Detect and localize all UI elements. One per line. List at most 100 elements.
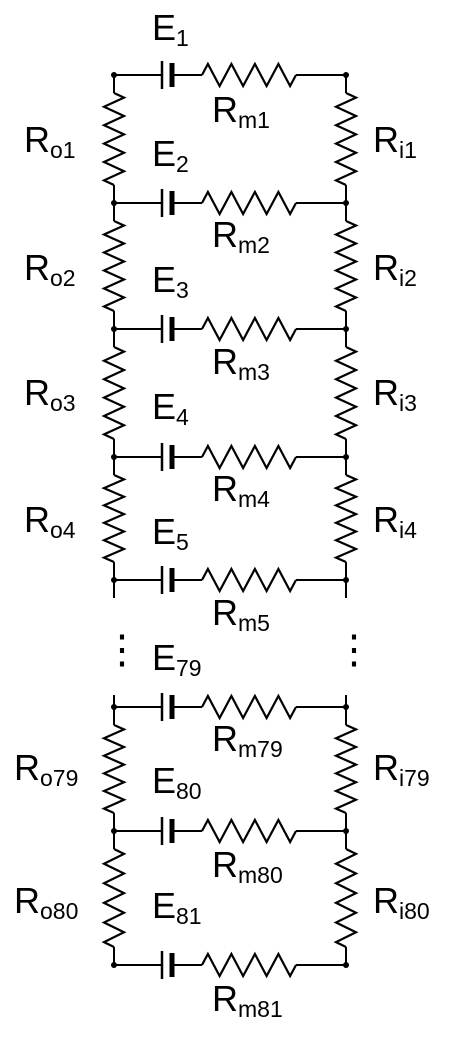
ellipsis-left: ⋮ — [102, 628, 142, 672]
resistor-Ri4 — [333, 473, 359, 564]
label-Ri1-subscript: i1 — [399, 137, 417, 163]
label-E79-subscript: 79 — [176, 655, 202, 681]
label-Rm80-subscript: m80 — [238, 862, 283, 888]
resistor-Ri2 — [333, 219, 359, 313]
label-Ro80-subscript: o80 — [40, 898, 79, 924]
resistor-Rm79 — [201, 693, 297, 721]
label-E81-subscript: 81 — [176, 903, 202, 929]
label-Ri79-symbol: R — [373, 747, 399, 788]
label-Ri80: Ri80 — [373, 883, 430, 923]
label-Rm4-symbol: R — [212, 468, 238, 509]
label-Ri1: Ri1 — [373, 122, 417, 162]
label-Rm81-symbol: R — [212, 978, 238, 1019]
label-E3-symbol: E — [152, 259, 177, 300]
label-Rm81: Rm81 — [212, 981, 283, 1021]
label-E2-subscript: 2 — [176, 151, 189, 177]
label-E81: E81 — [152, 888, 202, 928]
label-Ri3-subscript: i3 — [399, 390, 417, 416]
label-Rm2: Rm2 — [212, 217, 270, 257]
label-Ri2-symbol: R — [373, 247, 399, 288]
label-Ro4-symbol: R — [24, 499, 50, 540]
label-Rm79-symbol: R — [212, 718, 238, 759]
label-E5-symbol: E — [152, 511, 177, 552]
label-Ro4-subscript: o4 — [50, 517, 76, 543]
label-Ro79: Ro79 — [14, 750, 78, 790]
label-Ri80-symbol: R — [373, 880, 399, 921]
label-Ri80-subscript: i80 — [399, 898, 430, 924]
label-E2-symbol: E — [152, 133, 177, 174]
label-Rm5: Rm5 — [212, 595, 270, 635]
label-Ro4: Ro4 — [24, 502, 76, 542]
label-E5-subscript: 5 — [176, 529, 189, 555]
label-Ro1-subscript: o1 — [50, 137, 76, 163]
label-E81-symbol: E — [152, 885, 177, 926]
label-Rm80-symbol: R — [212, 844, 238, 885]
label-Rm2-subscript: m2 — [238, 232, 270, 258]
resistor-Ri79 — [333, 723, 359, 815]
label-Rm80: Rm80 — [212, 847, 283, 887]
label-E3-subscript: 3 — [176, 277, 189, 303]
label-Ro80: Ro80 — [14, 883, 78, 923]
label-Ri2-subscript: i2 — [399, 265, 417, 291]
resistor-Ri80 — [333, 848, 359, 948]
label-Ri1-symbol: R — [373, 119, 399, 160]
label-Ro80-symbol: R — [14, 880, 40, 921]
label-Rm5-subscript: m5 — [238, 610, 270, 636]
label-Ro2-symbol: R — [24, 247, 50, 288]
label-E2: E2 — [152, 136, 189, 176]
resistor-Ri3 — [333, 346, 359, 440]
label-Ro3-symbol: R — [24, 372, 50, 413]
label-E1: E1 — [152, 10, 189, 50]
label-Rm79-subscript: m79 — [238, 736, 283, 762]
label-Rm1-subscript: m1 — [238, 107, 270, 133]
resistor-Ro2 — [101, 219, 127, 313]
resistor-Rm2 — [201, 189, 297, 217]
label-E4: E4 — [152, 389, 189, 429]
label-E80-subscript: 80 — [176, 778, 202, 804]
resistor-Ro80 — [101, 848, 127, 948]
label-Ro1-symbol: R — [24, 119, 50, 160]
label-Ri3: Ri3 — [373, 375, 417, 415]
label-Rm2-symbol: R — [212, 214, 238, 255]
label-Rm4: Rm4 — [212, 471, 270, 511]
label-E1-subscript: 1 — [176, 25, 189, 51]
label-Rm3: Rm3 — [212, 344, 270, 384]
label-Ri4: Ri4 — [373, 502, 417, 542]
label-Ri79-subscript: i79 — [399, 765, 430, 791]
label-Rm3-subscript: m3 — [238, 359, 270, 385]
resistor-Rm3 — [201, 315, 297, 343]
label-E80-symbol: E — [152, 760, 177, 801]
label-Ro2-subscript: o2 — [50, 265, 76, 291]
resistor-Ro1 — [101, 92, 127, 186]
label-Rm4-subscript: m4 — [238, 486, 270, 512]
resistor-Ri1 — [333, 92, 359, 186]
resistor-Rm4 — [201, 443, 297, 471]
label-Ro3-subscript: o3 — [50, 390, 76, 416]
label-E1-symbol: E — [152, 7, 177, 48]
resistor-Rm5 — [201, 566, 297, 594]
label-E5: E5 — [152, 514, 189, 554]
label-Ri4-subscript: i4 — [399, 517, 417, 543]
label-Ro79-subscript: o79 — [40, 765, 79, 791]
label-Rm3-symbol: R — [212, 341, 238, 382]
resistor-Ro79 — [101, 723, 127, 815]
label-E79: E79 — [152, 640, 202, 680]
resistor-Rm80 — [201, 817, 297, 845]
label-Rm5-symbol: R — [212, 592, 238, 633]
label-Ro79-symbol: R — [14, 747, 40, 788]
label-E4-subscript: 4 — [176, 404, 189, 430]
resistor-Ro3 — [101, 346, 127, 440]
resistor-Rm1 — [201, 61, 297, 89]
label-Ri79: Ri79 — [373, 750, 430, 790]
label-Rm81-subscript: m81 — [238, 996, 283, 1022]
ellipsis-right: ⋮ — [334, 628, 374, 672]
label-E3: E3 — [152, 262, 189, 302]
label-Ro3: Ro3 — [24, 375, 76, 415]
label-Rm79: Rm79 — [212, 721, 283, 761]
label-Rm1-symbol: R — [212, 89, 238, 130]
resistor-Rm81 — [201, 951, 297, 979]
label-Ri3-symbol: R — [373, 372, 399, 413]
label-Ri4-symbol: R — [373, 499, 399, 540]
